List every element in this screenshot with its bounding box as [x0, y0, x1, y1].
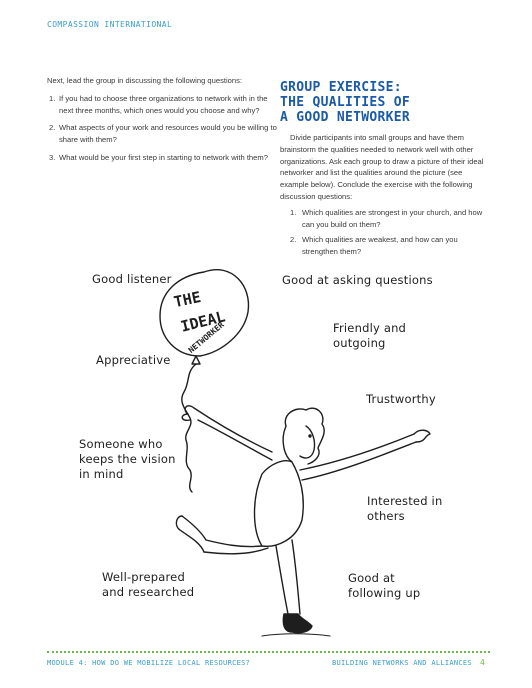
quality-line: in mind [79, 467, 124, 481]
figure-right-hand [413, 429, 431, 443]
footer-module-title: MODULE 4: HOW DO WE MOBILIZE LOCAL RESOU… [47, 659, 251, 667]
question-number: 1. [290, 207, 297, 217]
exercise-title-line: A GOOD NETWORKER [280, 110, 411, 125]
figure-front-foot [282, 613, 313, 634]
quality-line: Good at [348, 571, 395, 585]
question-number: 2. [49, 123, 56, 133]
balloon-text-the: THE [172, 288, 202, 311]
question-number: 2. [290, 235, 297, 245]
quality-line: keeps the vision [79, 452, 176, 466]
quality-line: and researched [102, 585, 195, 599]
ground-shadow [261, 633, 331, 637]
figure-front-leg [275, 545, 289, 615]
balloon-knot [191, 355, 201, 365]
quality-keeps-vision: Someone who keeps the vision in mind [79, 437, 176, 482]
question-number: 3. [49, 152, 56, 162]
quality-appreciative: Appreciative [96, 353, 171, 367]
discussion-question-list: 1. If you had to choose three organizati… [47, 93, 282, 164]
exercise-title: GROUP EXERCISE: THE QUALITIES OF A GOOD … [280, 80, 488, 125]
footer-divider [47, 651, 490, 653]
left-column: Next, lead the group in discussing the f… [47, 75, 282, 170]
discussion-question: 2. What aspects of your work and resourc… [47, 122, 282, 146]
quality-interested: Interested in others [367, 494, 442, 524]
exercise-title-line: THE QUALITIES OF [280, 95, 411, 110]
discussion-question: 3. What would be your first step in star… [47, 152, 282, 164]
networker-illustration: THE IDEAL NETWORKER [159, 269, 431, 637]
question-text: Which qualities are strongest in your ch… [302, 207, 483, 229]
exercise-body: Divide participants into small groups an… [280, 133, 484, 201]
question-number: 1. [49, 93, 56, 103]
quality-well-prepared: Well-prepared and researched [102, 570, 194, 600]
footer-section-title: BUILDING NETWORKS AND ALLIANCES [332, 659, 472, 667]
figure-left-hand [181, 405, 195, 422]
figure-right-arm [299, 433, 415, 471]
quality-following-up: Good at following up [348, 571, 420, 601]
exercise-title-line: GROUP EXERCISE: [280, 80, 402, 95]
quality-line: following up [348, 586, 421, 600]
page-number: 4 [480, 658, 485, 667]
exercise-question: 1. Which qualities are strongest in your… [290, 207, 488, 231]
figure-back-leg [181, 515, 263, 548]
exercise-question-list: 1. Which qualities are strongest in your… [280, 207, 488, 258]
balloon-string [181, 363, 197, 493]
quality-line: Well-prepared [102, 570, 185, 584]
question-text: If you had to choose three organizations… [59, 93, 268, 115]
figure-hair [284, 407, 325, 465]
figure-back-foot [175, 515, 205, 553]
quality-asking-questions: Good at asking questions [282, 273, 433, 287]
quality-line: others [367, 509, 405, 523]
exercise-question: 2. Which qualities are weakest, and how … [290, 234, 488, 258]
figure-left-arm [193, 407, 273, 453]
quality-line: outgoing [333, 336, 386, 350]
figure-eye [308, 434, 312, 438]
figure-torso [253, 460, 304, 547]
question-text: What would be your first step in startin… [59, 152, 268, 162]
quality-good-listener: Good listener [92, 272, 172, 286]
discussion-question: 1. If you had to choose three organizati… [47, 93, 282, 117]
quality-line: Someone who [79, 437, 163, 451]
discussion-intro: Next, lead the group in discussing the f… [47, 76, 243, 85]
figure-face [299, 425, 316, 459]
header-brand: COMPASSION INTERNATIONAL [47, 20, 173, 29]
question-text: Which qualities are weakest, and how can… [302, 235, 458, 257]
quality-trustworthy: Trustworthy [366, 392, 436, 406]
question-text: What aspects of your work and resources … [59, 123, 277, 145]
quality-line: Interested in [367, 494, 443, 508]
quality-line: Friendly and [333, 321, 407, 335]
quality-friendly: Friendly and outgoing [333, 321, 406, 351]
exercise-column: GROUP EXERCISE: THE QUALITIES OF A GOOD … [280, 80, 488, 262]
balloon-shape [159, 269, 250, 357]
